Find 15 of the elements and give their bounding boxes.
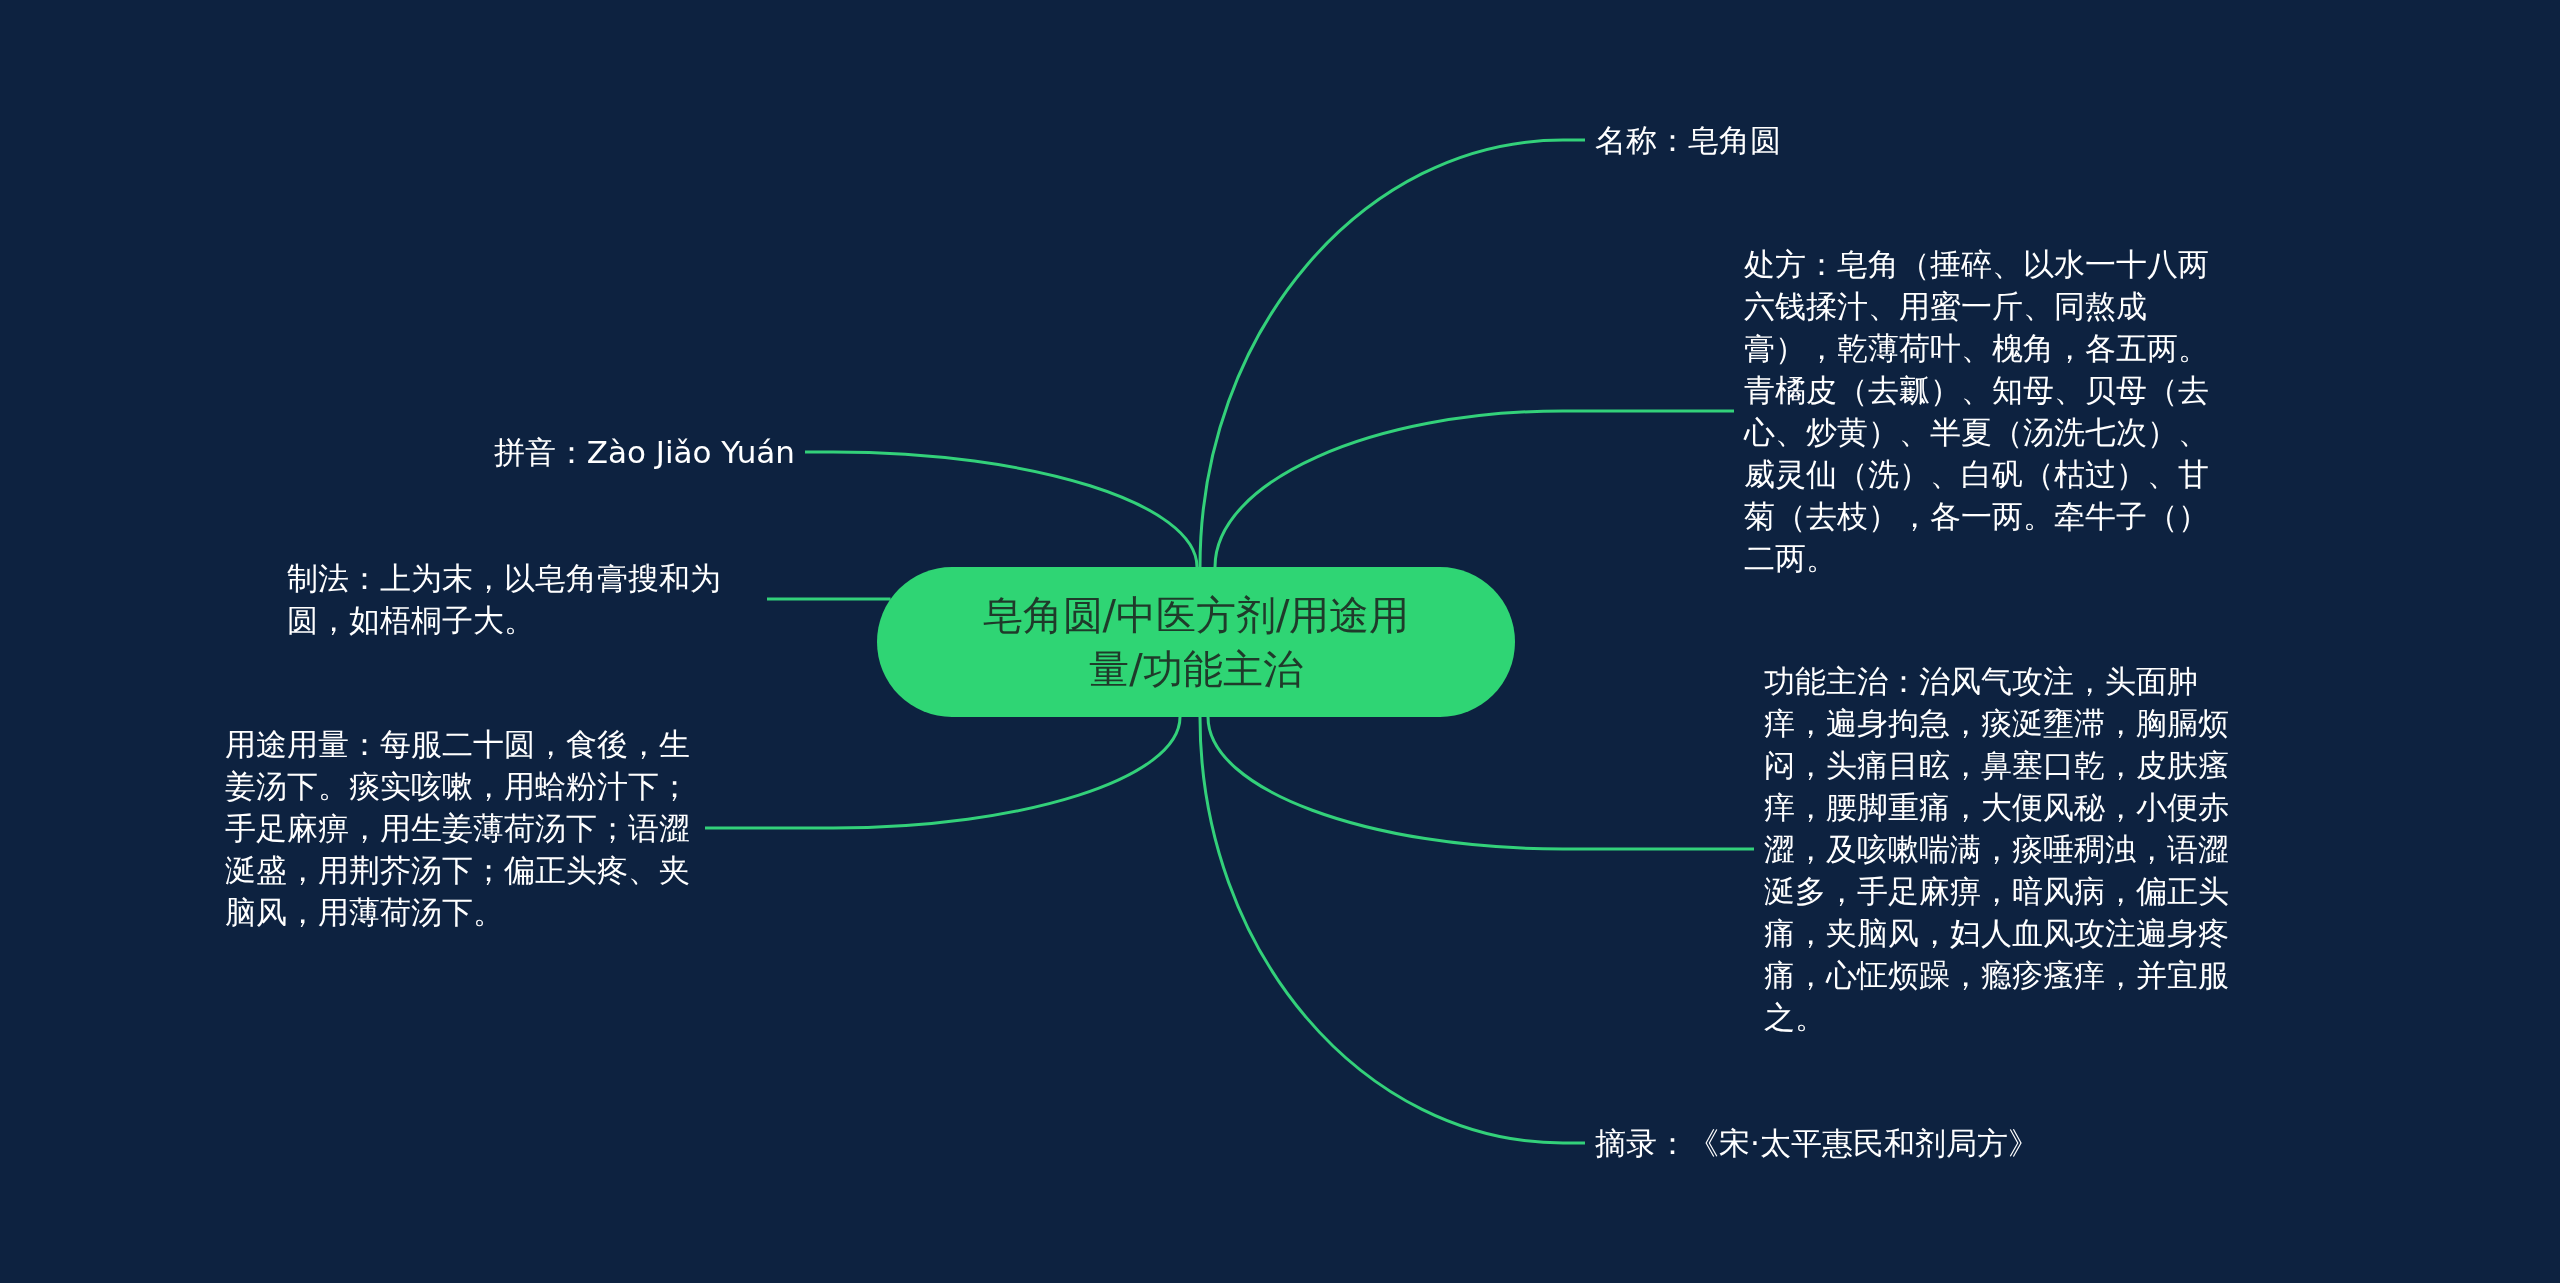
connector-line [1213, 409, 1734, 568]
connector-line [805, 450, 1199, 568]
central-topic: 皂角圆/中医方剂/用途用量/功能主治 [877, 567, 1515, 717]
topic-text: 功能主治：治风气攻注，头面肿痒，遍身拘急，痰涎壅滞，胸膈烦闷，头痛目眩，鼻塞口乾，皮肤瘙痒，腰脚重痛，大便风秘，小便赤澀，及咳嗽喘满，痰唾稠浊，语澀涎多，手足麻痹，暗风病，偏正头痛，夹脑风，妇人血风攻注遍身疼痛，心怔烦躁，瘾疹瘙痒，并宜服之。 [1754, 660, 2244, 1038]
connector-line [767, 597, 891, 601]
topic-text: 处方：皂角（捶碎、以水一十八两六钱揉汁、用蜜一斤、同熬成膏），乾薄荷叶、槐角，各五两。青橘皮（去瓤）、知母、贝母（去心、炒黄）、半夏（汤洗七次）、威灵仙（洗）、白矾（枯过）、甘菊（去枝），各一两。牵牛子（）二两。 [1734, 243, 2224, 579]
topic-text: 制法：上为末，以皂角膏搜和为圆，如梧桐子大。 [277, 557, 767, 641]
connector-line [1206, 716, 1754, 851]
connector-line [1198, 716, 1585, 1145]
topic-text: 摘录：《宋·太平惠民和剂局方》 [1585, 1122, 2049, 1164]
connector-line [705, 716, 1182, 830]
connector-line [1198, 138, 1585, 568]
topic-text: 名称：皂角圆 [1585, 119, 1791, 161]
topic-text: 用途用量：每服二十圆，食後，生姜汤下。痰实咳嗽，用蛤粉汁下；手足麻痹，用生姜薄荷汤下；语澀涎盛，用荆芥汤下；偏正头疼、夹脑风，用薄荷汤下。 [215, 723, 705, 933]
topic-text: 拼音：Zào Jiǎo Yuán [483, 431, 805, 473]
